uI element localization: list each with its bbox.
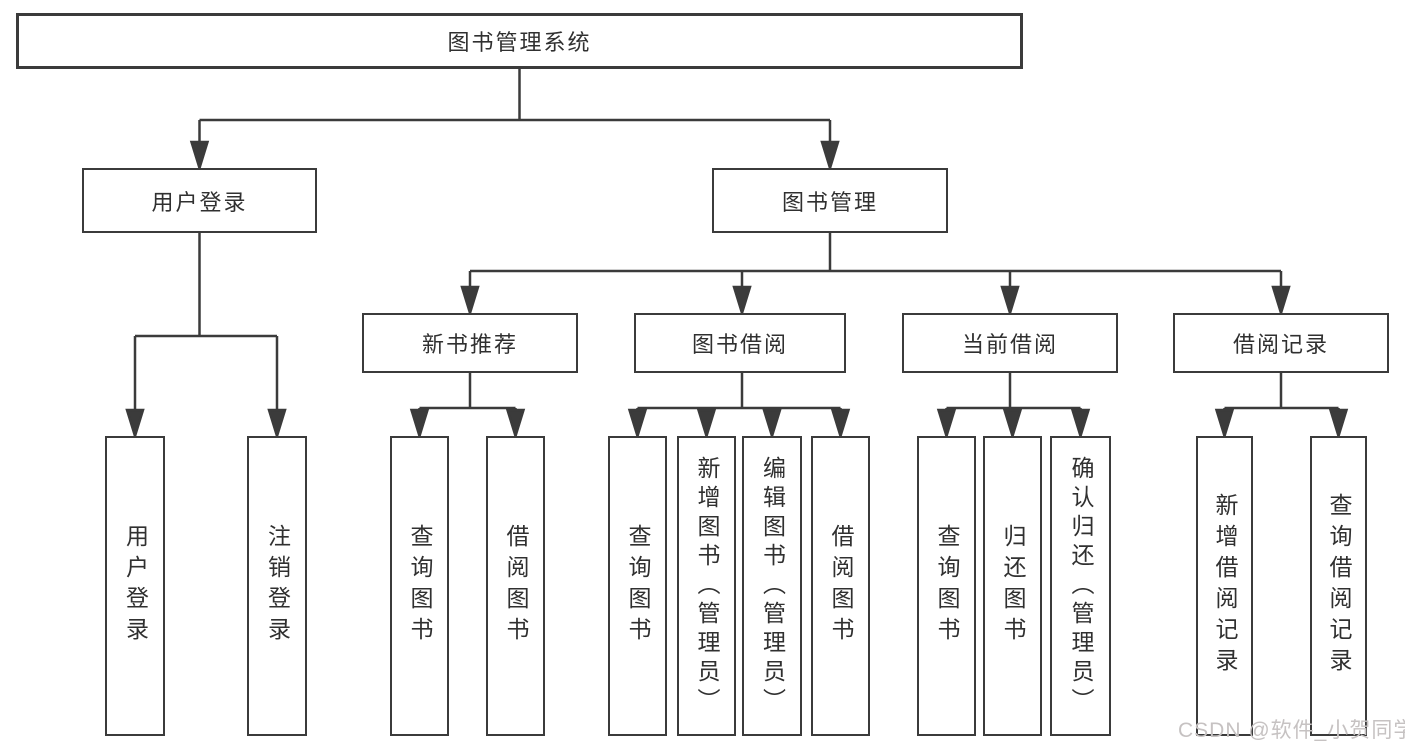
connector-book-management-children: [460, 233, 1291, 318]
node-user-login: 用户登录: [82, 168, 317, 233]
leaf-edit-books-admin: 编辑图书（管理员）: [742, 436, 802, 736]
leaf-query-books-recommend: 查询图书: [390, 436, 449, 736]
connector-user-login-children: [125, 233, 287, 441]
leaf-confirm-return-admin: 确认归还（管理员）: [1050, 436, 1111, 736]
leaf-query-borrow-record: 查询借阅记录: [1310, 436, 1367, 736]
node-label: 借阅图书: [828, 524, 854, 648]
connector-book-borrow-children: [627, 373, 851, 441]
node-label: 图书借阅: [691, 332, 788, 357]
node-label: 查询图书: [407, 524, 433, 648]
node-label: 新增借阅记录: [1212, 493, 1238, 679]
arrowhead: [1070, 408, 1091, 441]
arrowhead: [505, 408, 526, 441]
connector-root-to-level2: [189, 69, 840, 173]
arrowhead: [696, 408, 717, 441]
node-book-management: 图书管理: [712, 168, 948, 233]
leaf-logout: 注销登录: [247, 436, 307, 736]
arrowhead: [820, 140, 840, 173]
arrowhead: [1328, 408, 1349, 441]
node-label: 用户登录: [122, 524, 149, 648]
arrowhead: [1000, 285, 1020, 318]
leaf-add-books-admin: 新增图书（管理员）: [677, 436, 736, 736]
node-borrowing-records: 借阅记录: [1173, 313, 1389, 373]
node-label: 查询借阅记录: [1326, 493, 1352, 679]
node-book-borrowing: 图书借阅: [634, 313, 846, 373]
node-label: 查询图书: [934, 524, 960, 648]
node-current-borrowing: 当前借阅: [902, 313, 1118, 373]
arrowhead: [830, 408, 851, 441]
connector-current-borrow-children: [936, 373, 1091, 441]
arrowhead: [936, 408, 957, 441]
node-label: 归还图书: [1000, 524, 1026, 648]
connector-new-book-children: [409, 373, 526, 441]
arrowhead: [1214, 408, 1235, 441]
leaf-borrow-books-recommend: 借阅图书: [486, 436, 545, 736]
leaf-return-books: 归还图书: [983, 436, 1042, 736]
node-label: 用户登录: [151, 189, 248, 215]
arrowhead: [1271, 285, 1291, 318]
node-label: 编辑图书（管理员）: [759, 455, 786, 717]
arrowhead: [762, 408, 782, 441]
csdn-watermark: CSDN @软件_小贺同学: [1178, 719, 1405, 742]
node-label: 图书管理系统: [447, 30, 592, 55]
node-label: 图书管理: [781, 189, 878, 215]
arrowhead: [267, 408, 287, 441]
node-label: 新书推荐: [421, 332, 518, 357]
arrowhead: [732, 285, 752, 318]
arrowhead: [1002, 408, 1023, 441]
node-label: 确认归还（管理员）: [1068, 455, 1094, 717]
leaf-query-books-borrow: 查询图书: [608, 436, 667, 736]
arrowhead: [460, 285, 480, 318]
arrowhead: [409, 408, 430, 441]
leaf-query-books-current: 查询图书: [917, 436, 976, 736]
node-label: 当前借阅: [961, 332, 1058, 357]
node-new-book-recommendation: 新书推荐: [362, 313, 578, 373]
node-library-management-system: 图书管理系统: [16, 13, 1023, 69]
arrowhead: [125, 408, 145, 441]
leaf-user-login: 用户登录: [105, 436, 165, 736]
node-label: 借阅记录: [1232, 332, 1329, 357]
arrowhead: [189, 140, 210, 173]
arrowhead: [627, 408, 648, 441]
node-label: 注销登录: [264, 524, 291, 648]
leaf-add-borrow-record: 新增借阅记录: [1196, 436, 1253, 736]
node-label: 新增图书（管理员）: [694, 455, 720, 717]
connector-borrow-records-children: [1214, 373, 1349, 441]
leaf-borrow-books: 借阅图书: [811, 436, 870, 736]
node-label: 借阅图书: [503, 524, 529, 648]
node-label: 查询图书: [625, 524, 651, 648]
